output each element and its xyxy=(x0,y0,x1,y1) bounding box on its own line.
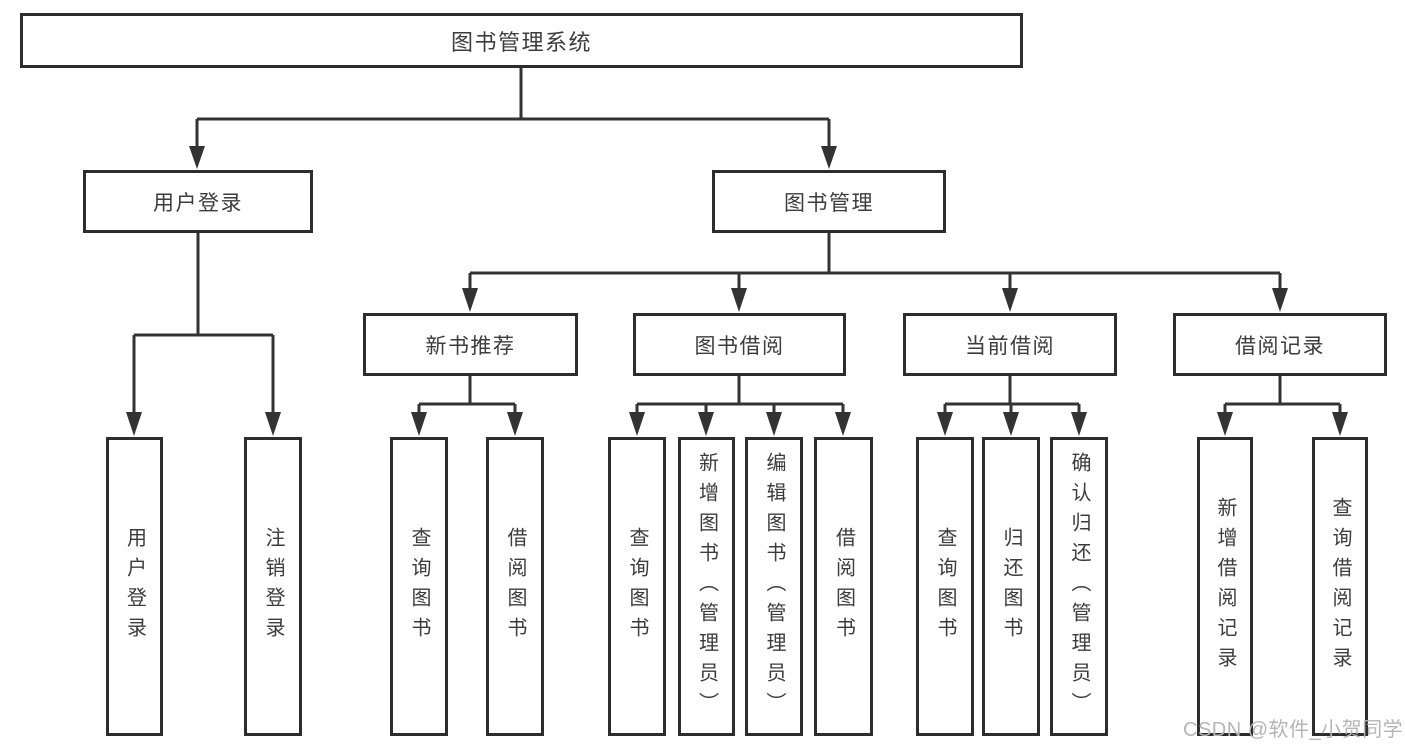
leaf-label: 查询图书 xyxy=(626,526,648,647)
arrowhead xyxy=(731,288,747,312)
arrowhead xyxy=(821,146,837,169)
leaf-label: 查询图书 xyxy=(934,526,956,647)
leaf-label: 注销登录 xyxy=(262,526,284,647)
node-user-login: 用户登录 xyxy=(83,170,313,233)
leaf-label: 查询借阅记录 xyxy=(1329,496,1351,677)
leaf-label: 用户登录 xyxy=(123,526,146,647)
arrowhead xyxy=(629,412,645,436)
connector-user-login-branch xyxy=(126,233,281,436)
leaf-label: 借阅图书 xyxy=(504,526,526,647)
arrowhead xyxy=(189,146,205,169)
arrowhead xyxy=(766,412,782,436)
node-current-borrow: 当前借阅 xyxy=(903,313,1117,376)
arrowhead xyxy=(1002,288,1018,312)
leaf-confirm-return-admin: 确认归还（管理员） xyxy=(1050,437,1108,736)
leaf-add-books-admin: 新增图书（管理员） xyxy=(678,437,735,736)
arrowhead xyxy=(411,412,427,436)
leaf-label: 查询图书 xyxy=(408,526,430,647)
connector-book-borrow-branch xyxy=(629,376,851,436)
arrowhead xyxy=(507,412,523,436)
connector-book-management-branch xyxy=(462,233,1288,312)
leaf-edit-books-admin: 编辑图书（管理员） xyxy=(745,437,803,736)
leaf-logout: 注销登录 xyxy=(244,437,302,736)
arrowhead xyxy=(698,412,714,436)
arrowhead xyxy=(835,412,851,436)
connector-new-book-recommend-branch xyxy=(411,376,523,436)
arrowhead xyxy=(1272,288,1288,312)
node-book-management: 图书管理 xyxy=(712,170,946,233)
leaf-label: 归还图书 xyxy=(1000,526,1022,647)
node-new-book-recommend: 新书推荐 xyxy=(363,313,578,376)
leaf-borrow-books: 借阅图书 xyxy=(814,437,873,736)
connector-root-to-level2 xyxy=(189,68,837,169)
arrowhead xyxy=(265,412,281,436)
leaf-query-books-borrow: 查询图书 xyxy=(608,437,666,736)
connector-borrow-records-branch xyxy=(1217,376,1348,436)
arrowhead xyxy=(126,412,142,436)
leaf-label: 编辑图书（管理员） xyxy=(763,451,785,722)
node-borrow-records: 借阅记录 xyxy=(1173,313,1387,376)
arrowhead xyxy=(1217,412,1233,436)
node-library-management-system: 图书管理系统 xyxy=(20,13,1023,68)
arrowhead xyxy=(1332,412,1348,436)
leaf-query-books-recommend: 查询图书 xyxy=(390,437,448,736)
arrowhead xyxy=(937,412,953,436)
csdn-watermark: CSDN @软件_小贺同学 xyxy=(1183,719,1404,741)
leaf-query-borrow-record: 查询借阅记录 xyxy=(1312,437,1368,736)
connector-current-borrow-branch xyxy=(937,376,1087,436)
leaf-label: 新增借阅记录 xyxy=(1214,496,1236,677)
leaf-query-books-current: 查询图书 xyxy=(916,437,974,736)
node-book-borrow: 图书借阅 xyxy=(633,313,846,376)
leaf-label: 新增图书（管理员） xyxy=(695,451,718,722)
arrowhead xyxy=(1071,412,1087,436)
leaf-return-books: 归还图书 xyxy=(982,437,1040,736)
leaf-user-login: 用户登录 xyxy=(106,437,163,736)
arrowhead xyxy=(462,288,478,312)
leaf-add-borrow-record: 新增借阅记录 xyxy=(1197,437,1253,736)
leaf-label: 借阅图书 xyxy=(832,526,855,647)
arrowhead xyxy=(1003,412,1019,436)
leaf-borrow-books-recommend: 借阅图书 xyxy=(486,437,544,736)
leaf-label: 确认归还（管理员） xyxy=(1068,451,1090,722)
